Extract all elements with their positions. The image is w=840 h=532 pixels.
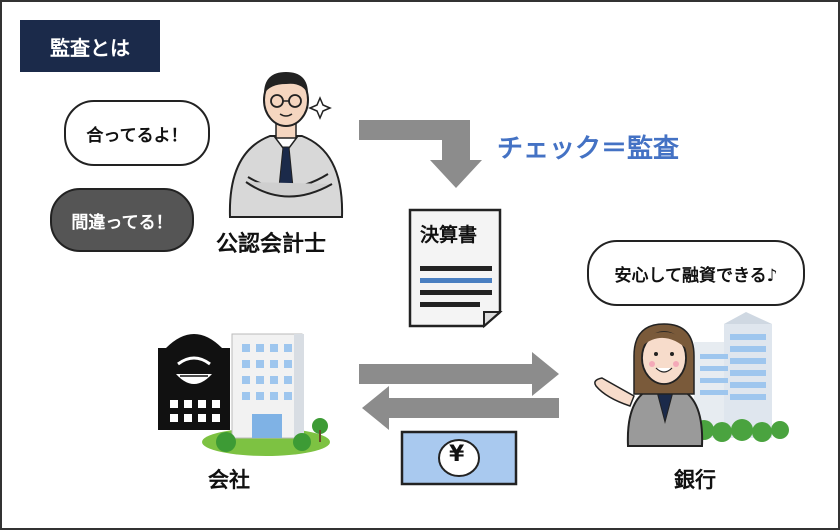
accountant-label: 公認会計士 xyxy=(216,232,327,257)
audit-label: チェック＝監査 xyxy=(497,134,680,164)
villain-icon xyxy=(158,334,230,430)
document-icon xyxy=(408,208,503,329)
bank-label: 銀行 xyxy=(674,468,716,492)
arrow-to-company xyxy=(362,386,559,430)
page-title: 監査とは xyxy=(20,20,160,72)
company-label: 会社 xyxy=(208,468,250,492)
speech-bubble-wrong: 間違ってる！ xyxy=(50,188,194,252)
accountant-icon xyxy=(228,72,344,218)
sparkle-icon xyxy=(308,96,332,120)
banker-icon xyxy=(594,323,704,447)
audit-arrow xyxy=(359,120,482,188)
arrow-to-bank xyxy=(359,352,559,396)
speech-bubble-correct: 合ってるよ！ xyxy=(64,100,210,166)
company-building-icon xyxy=(202,333,330,456)
document-label: 決算書 xyxy=(420,224,478,246)
bank-building-icon xyxy=(694,312,789,442)
yen-symbol: ¥ xyxy=(449,442,465,467)
money-note-icon xyxy=(400,430,518,486)
speech-bubble-bank: 安心して融資できる♪ xyxy=(587,240,805,306)
